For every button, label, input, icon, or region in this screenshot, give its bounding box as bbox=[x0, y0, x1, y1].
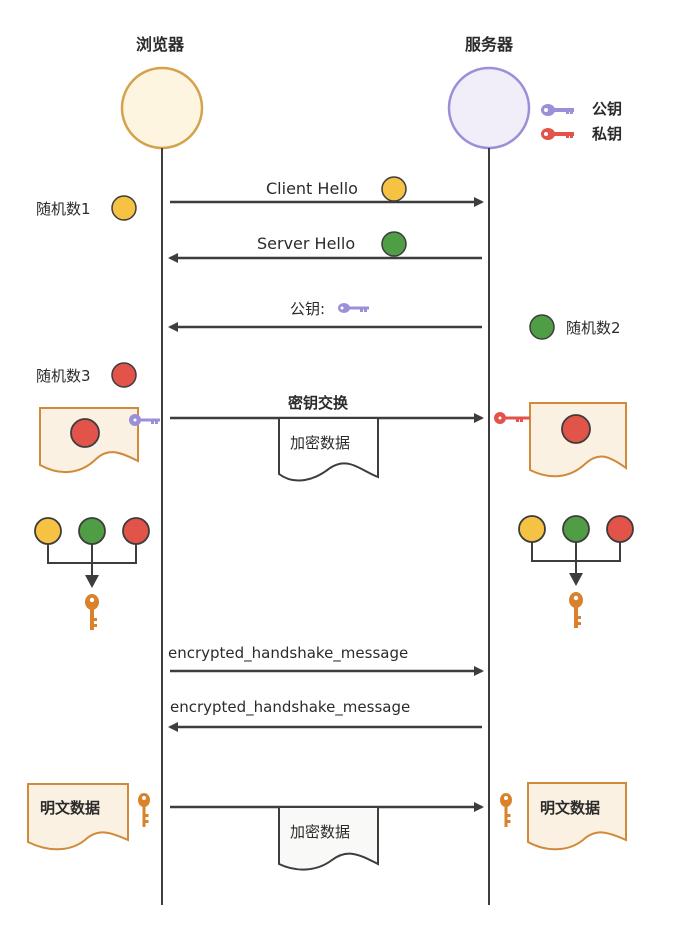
server-private-key-icon bbox=[494, 412, 530, 424]
server-hello-label: Server Hello bbox=[257, 234, 356, 253]
random-3-label: 随机数3 bbox=[36, 367, 91, 385]
public-key-message-icon bbox=[338, 303, 369, 313]
random-1-token bbox=[111, 195, 137, 221]
key-exchange-label: 密钥交换 bbox=[288, 394, 349, 412]
server-session-key-derivation bbox=[518, 515, 634, 628]
encrypted-data-label: 加密数据 bbox=[290, 434, 351, 452]
random-2-token bbox=[529, 314, 555, 340]
private-key-icon bbox=[541, 128, 574, 140]
server-circle bbox=[447, 66, 531, 150]
encrypted-app-data-doc bbox=[278, 806, 379, 871]
server-plain-doc bbox=[527, 782, 627, 851]
public-key-icon bbox=[541, 104, 574, 116]
encrypted-app-data-label: 加密数据 bbox=[290, 823, 351, 841]
public-key-message-label: 公钥: bbox=[290, 300, 326, 318]
server-label: 服务器 bbox=[465, 35, 514, 54]
server-plain-data-label: 明文数据 bbox=[540, 799, 601, 817]
random-3-token bbox=[111, 362, 137, 388]
server-doc-token bbox=[561, 414, 591, 444]
server-session-key-icon bbox=[569, 592, 583, 628]
browser-session-key-derivation bbox=[34, 517, 150, 630]
encrypted-data-doc bbox=[278, 417, 379, 482]
server-derive-r3 bbox=[606, 515, 634, 543]
random-2-label: 随机数2 bbox=[566, 319, 621, 337]
legend-private-key-label: 私钥 bbox=[592, 125, 623, 143]
browser-doc-token bbox=[70, 418, 100, 448]
browser-label: 浏览器 bbox=[136, 35, 185, 54]
browser-circle bbox=[120, 66, 204, 150]
client-hello-label: Client Hello bbox=[266, 179, 358, 198]
browser-derive-r3 bbox=[122, 517, 150, 545]
browser-derive-r2 bbox=[78, 517, 106, 545]
browser-public-key-icon bbox=[129, 414, 160, 426]
browser-plain-data-label: 明文数据 bbox=[40, 799, 101, 817]
server-app-key-icon bbox=[500, 793, 512, 827]
browser-app-key-icon bbox=[138, 793, 150, 827]
random-1-label: 随机数1 bbox=[36, 200, 91, 218]
legend-public-key-label: 公钥 bbox=[592, 100, 623, 118]
server-derive-r1 bbox=[518, 515, 546, 543]
browser-session-key-icon bbox=[85, 594, 99, 630]
server-derive-r2 bbox=[562, 515, 590, 543]
browser-plain-doc bbox=[27, 783, 129, 851]
server-hello-token bbox=[381, 231, 407, 257]
encrypted-handshake-label-right: encrypted_handshake_message bbox=[168, 644, 409, 662]
browser-derive-r1 bbox=[34, 517, 62, 545]
encrypted-handshake-label-left: encrypted_handshake_message bbox=[170, 698, 411, 716]
client-hello-token bbox=[381, 176, 407, 202]
